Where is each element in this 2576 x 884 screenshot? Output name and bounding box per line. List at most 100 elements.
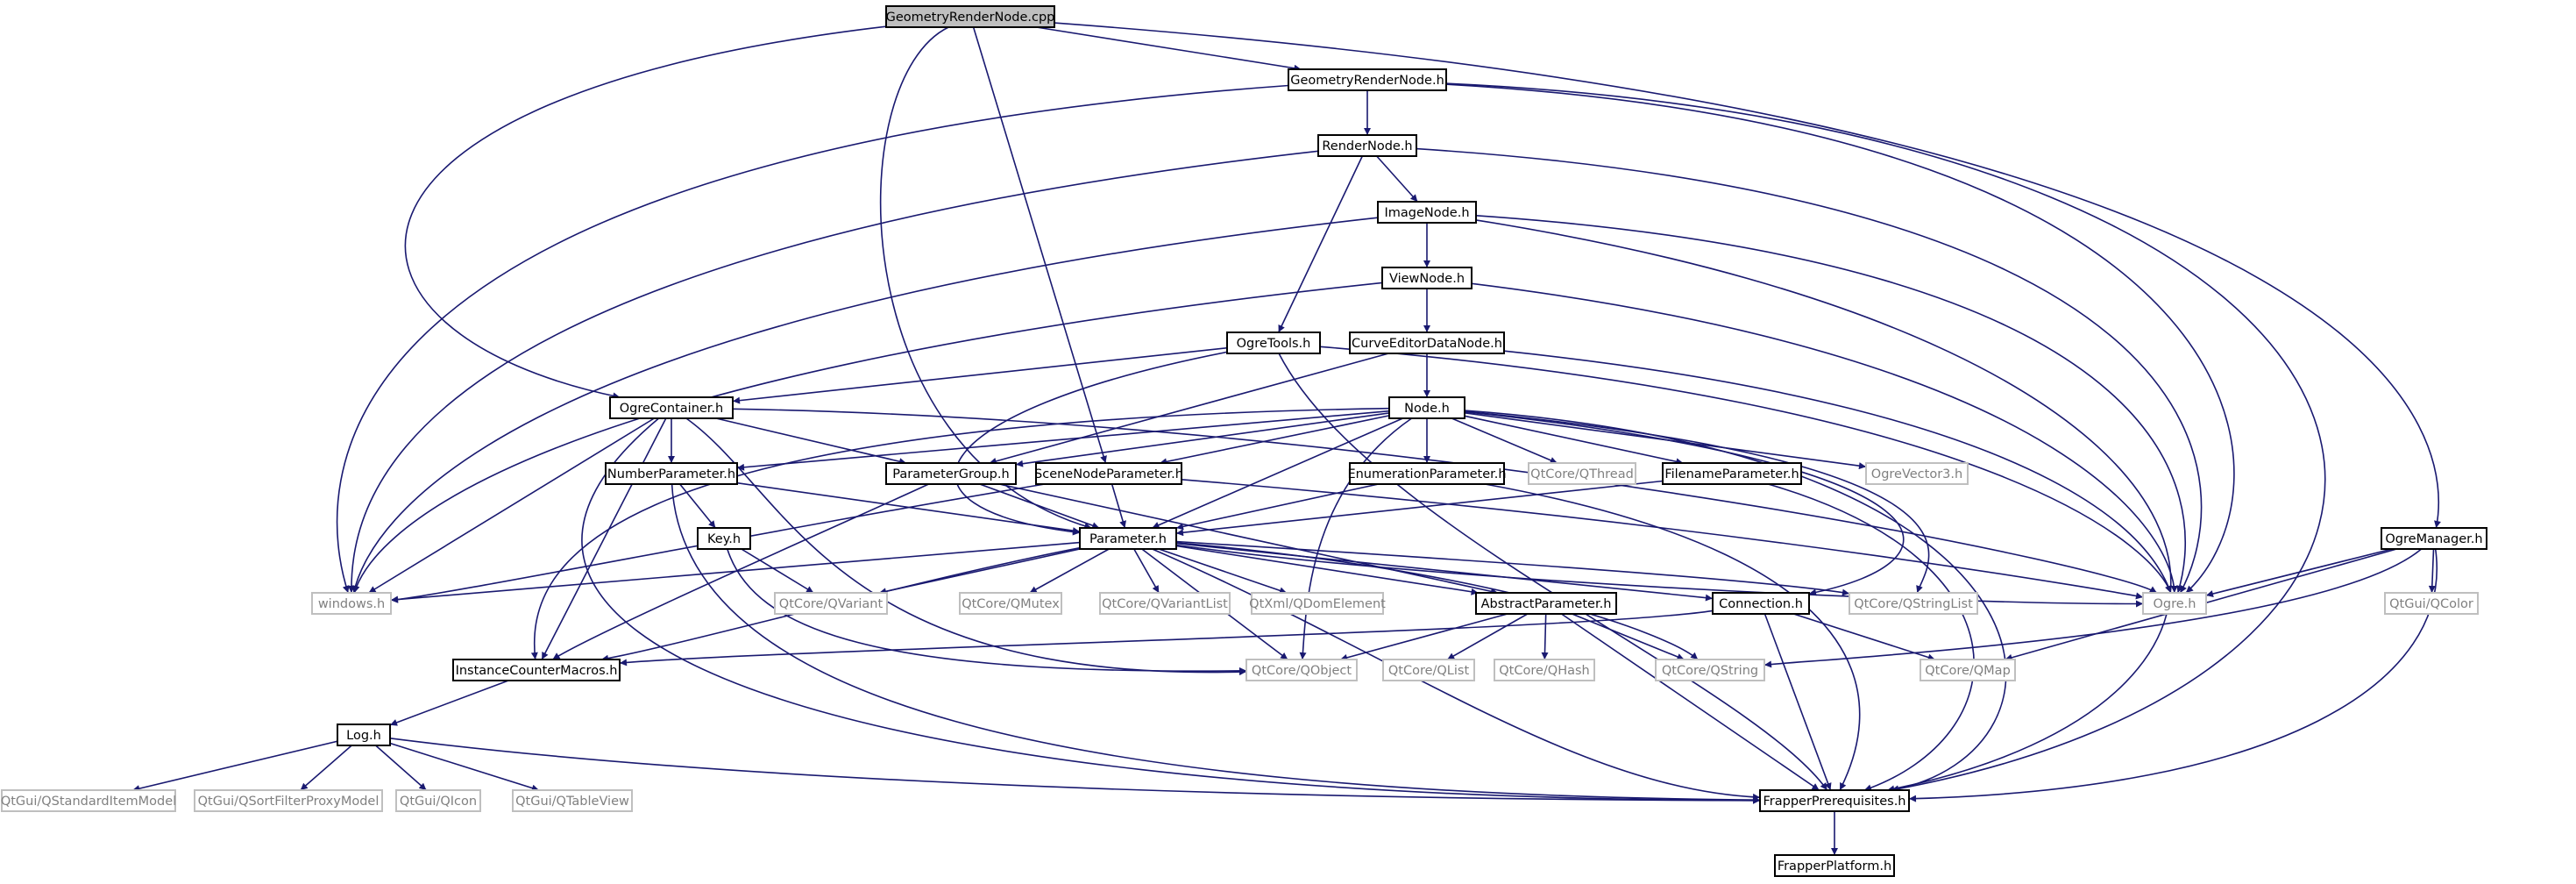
edge-GeometryRenderNode_h-to-FrapperPrerequisites_h xyxy=(1445,82,2326,793)
edge-NumberParameter_h-to-FrapperPrerequisites_h xyxy=(671,483,1761,804)
node-geometryrendernode-cpp[interactable]: GeometryRenderNode.cpp xyxy=(885,5,1055,28)
node-label: QtCore/QMap xyxy=(1925,664,2011,678)
node-frapperprerequisites-h[interactable]: FrapperPrerequisites.h xyxy=(1759,789,1910,812)
node-node-h[interactable]: Node.h xyxy=(1388,396,1465,419)
node-qtcore-qhash: QtCore/QHash xyxy=(1494,659,1595,681)
edge-Key_h-to-QtCore_QVariant xyxy=(741,548,814,594)
node-box xyxy=(1759,789,1910,812)
node-scenenodeparameter-h[interactable]: SceneNodeParameter.h xyxy=(1034,462,1183,485)
node-ogremanager-h[interactable]: OgreManager.h xyxy=(2381,527,2487,550)
node-box xyxy=(1712,592,1810,615)
edge-ViewNode_h-to-windows_h xyxy=(352,282,1383,594)
edge-Node_h-to-NumberParameter_h xyxy=(736,410,1390,471)
edge-CurveEditorDataNode_h-to-ParameterGroup_h xyxy=(989,353,1389,465)
edge-ParameterGroup_h-to-AbstractParameter_h xyxy=(998,483,1499,595)
nodes-layer: GeometryRenderNode.cppGeometryRenderNode… xyxy=(1,5,2487,877)
node-box xyxy=(885,5,1055,28)
node-label: ParameterGroup.h xyxy=(892,467,1009,481)
node-box xyxy=(1226,332,1321,354)
node-box xyxy=(337,724,391,746)
node-box xyxy=(774,592,888,615)
node-frapperplatform-h[interactable]: FrapperPlatform.h xyxy=(1774,854,1895,877)
node-label: QtGui/QColor xyxy=(2389,597,2473,611)
edge-EnumerationParameter_h-to-FrapperPrerequisites_h xyxy=(1485,483,1861,791)
node-ogretools-h[interactable]: OgreTools.h xyxy=(1226,332,1321,354)
node-connection-h[interactable]: Connection.h xyxy=(1712,592,1810,615)
node-qtcore-qvariantlist: QtCore/QVariantList xyxy=(1099,592,1231,615)
edge-Key_h-to-QtCore_QObject xyxy=(727,548,1247,674)
node-box xyxy=(1865,462,1969,485)
node-label: OgreManager.h xyxy=(2385,532,2482,546)
edge-Node_h-to-QtCore_QObject xyxy=(1299,417,1413,660)
node-label: GeometryRenderNode.cpp xyxy=(886,11,1055,25)
node-ogrecontainer-h[interactable]: OgreContainer.h xyxy=(609,396,734,419)
node-qtcore-qlist: QtCore/QList xyxy=(1382,659,1475,681)
edge-Log_h-to-QtGui_QIcon xyxy=(375,745,427,791)
node-label: QtGui/QSortFilterProxyModel xyxy=(198,795,380,809)
edge-ParameterGroup_h-to-InstanceCounterMacros_h xyxy=(552,483,929,660)
node-instancecountermacros-h[interactable]: InstanceCounterMacros.h xyxy=(452,659,621,681)
node-box xyxy=(452,659,621,681)
edge-OgreManager_h-to-QtCore_QString xyxy=(1763,548,2423,668)
edge-EnumerationParameter_h-to-Parameter_h xyxy=(1175,483,1379,531)
node-rendernode-h[interactable]: RenderNode.h xyxy=(1317,134,1417,157)
node-box xyxy=(395,789,481,812)
node-parametergroup-h[interactable]: ParameterGroup.h xyxy=(885,462,1017,485)
edge-GeometryRenderNode_h-to-Ogre_h xyxy=(1445,83,2235,594)
node-viewnode-h[interactable]: ViewNode.h xyxy=(1381,267,1473,289)
edge-Connection_h-to-FrapperPrerequisites_h xyxy=(1763,613,1832,791)
node-box xyxy=(2381,527,2487,550)
edge-Log_h-to-QtGui_QSortFilterProxyModel xyxy=(300,745,352,791)
node-box xyxy=(1317,134,1417,157)
edge-Log_h-to-QtGui_QTableView xyxy=(389,742,540,792)
node-ogrevector3-h: OgreVector3.h xyxy=(1865,462,1969,485)
node-qtcore-qstringlist: QtCore/QStringList xyxy=(1849,592,1978,615)
node-label: Connection.h xyxy=(1719,597,1803,611)
edge-Parameter_h-to-QtCore_QStringList xyxy=(1175,540,1850,596)
node-box xyxy=(1377,201,1477,224)
node-geometryrendernode-h[interactable]: GeometryRenderNode.h xyxy=(1288,68,1447,91)
node-box xyxy=(605,462,738,485)
node-box xyxy=(2384,592,2479,615)
node-abstractparameter-h[interactable]: AbstractParameter.h xyxy=(1475,592,1617,615)
edge-Parameter_h-to-QtXml_QDomElement xyxy=(1158,548,1288,595)
edge-FilenameParameter_h-to-FrapperPrerequisites_h xyxy=(1768,483,1975,792)
edges-layer xyxy=(132,22,2441,855)
edge-OgreContainer_h-to-QtCore_QObject xyxy=(685,417,1247,676)
node-qtcore-qobject: QtCore/QObject xyxy=(1245,659,1358,681)
node-log-h[interactable]: Log.h xyxy=(337,724,391,746)
edge-Parameter_h-to-Connection_h xyxy=(1175,542,1714,602)
node-parameter-h[interactable]: Parameter.h xyxy=(1079,527,1177,550)
node-box xyxy=(1382,659,1475,681)
node-label: QtCore/QVariant xyxy=(779,597,884,611)
edge-Parameter_h-to-QtCore_QMutex xyxy=(1029,548,1110,594)
node-label: QtGui/QStandardItemModel xyxy=(1,795,176,809)
edge-Log_h-to-FrapperPrerequisites_h xyxy=(389,738,1761,804)
node-label: QtCore/QList xyxy=(1388,664,1470,678)
edge-Parameter_h-to-QtCore_QVariantList xyxy=(1133,548,1160,594)
node-windows-h: windows.h xyxy=(311,592,392,615)
node-label: RenderNode.h xyxy=(1322,139,1412,153)
node-curveeditordatanode-h[interactable]: CurveEditorDataNode.h xyxy=(1349,332,1505,354)
edge-OgreContainer_h-to-FrapperPrerequisites_h xyxy=(581,417,1761,804)
edge-Node_h-to-ParameterGroup_h xyxy=(1015,412,1390,467)
node-qtcore-qmutex: QtCore/QMutex xyxy=(959,592,1062,615)
node-box xyxy=(1349,462,1505,485)
edge-GeometryRenderNode_cpp-to-OgreManager_h xyxy=(1054,22,2441,529)
edge-Node_h-to-QtCore_QThread xyxy=(1451,417,1558,464)
node-imagenode-h[interactable]: ImageNode.h xyxy=(1377,201,1477,224)
edge-GeometryRenderNode_cpp-to-SceneNodeParameter_h xyxy=(972,26,1107,464)
node-box xyxy=(2142,592,2207,615)
node-box xyxy=(1079,527,1177,550)
node-enumerationparameter-h[interactable]: EnumerationParameter.h xyxy=(1347,462,1507,485)
node-label: SceneNodeParameter.h xyxy=(1034,467,1183,481)
node-box xyxy=(1662,462,1802,485)
node-key-h[interactable]: Key.h xyxy=(697,527,751,550)
node-filenameparameter-h[interactable]: FilenameParameter.h xyxy=(1662,462,1802,485)
node-label: AbstractParameter.h xyxy=(1481,597,1612,611)
edge-ViewNode_h-to-Ogre_h xyxy=(1471,282,2178,594)
node-label: FilenameParameter.h xyxy=(1664,467,1799,481)
node-label: QtCore/QObject xyxy=(1252,664,1352,678)
edge-SceneNodeParameter_h-to-Parameter_h xyxy=(1111,483,1126,529)
node-numberparameter-h[interactable]: NumberParameter.h xyxy=(605,462,738,485)
